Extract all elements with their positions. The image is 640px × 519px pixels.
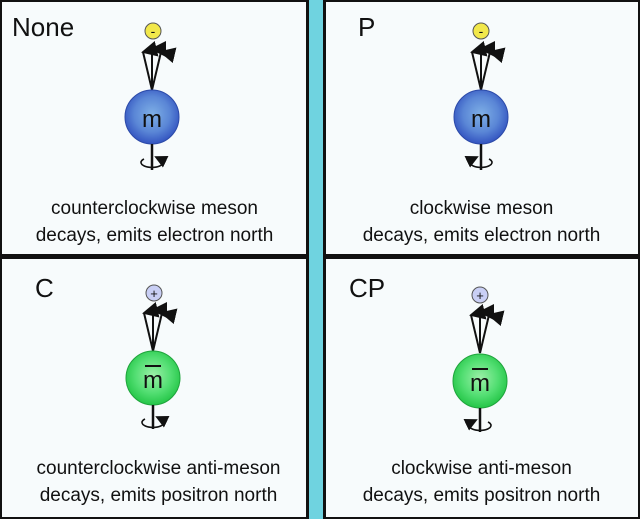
caption-line: decays, emits electron north — [362, 225, 601, 246]
panel-caption: counterclockwise meson decays, emits ele… — [2, 195, 307, 249]
emission-arrows — [470, 40, 506, 91]
caption-line: counterclockwise meson — [51, 198, 258, 219]
positron-icon — [145, 284, 163, 302]
electron-icon — [144, 22, 162, 40]
panel-label: P — [358, 12, 376, 42]
particle-diagram: + m — [125, 284, 181, 429]
caption-line: counterclockwise anti-meson — [36, 458, 281, 479]
rotation-arrow-icon — [140, 156, 169, 169]
caption-line: clockwise meson — [409, 198, 554, 219]
emission-arrows — [469, 303, 505, 354]
panel-none: None — [0, 0, 309, 257]
panel-label: C — [35, 273, 54, 303]
panel-label: CP — [349, 273, 386, 303]
particle-symbol: m — [470, 370, 490, 397]
caption-line: decays, emits positron north — [39, 485, 278, 506]
caption-line: clockwise anti-meson — [391, 458, 572, 479]
emission-arrows — [142, 301, 178, 352]
charge-symbol: - — [151, 23, 156, 39]
panel-caption: counterclockwise anti-meson decays, emit… — [6, 455, 307, 509]
positron-icon — [471, 286, 489, 304]
rotation-arrow-icon — [464, 156, 493, 169]
panel-c: C + m counterclockwise anti-meson decays… — [0, 257, 309, 519]
particle-diagram: - m — [453, 22, 509, 170]
panel-caption: clockwise meson decays, emits electron n… — [325, 195, 638, 249]
charge-symbol: + — [150, 286, 158, 301]
panel-cp: CP + m clockwise anti-meson decays, emit… — [323, 257, 640, 519]
electron-icon — [472, 22, 490, 40]
vertical-divider — [306, 0, 326, 519]
rotation-arrow-icon — [463, 419, 492, 432]
caption-line: decays, emits positron north — [362, 485, 601, 506]
rotation-arrow-icon — [141, 416, 170, 429]
panel-label: None — [12, 12, 75, 42]
caption-line: decays, emits electron north — [35, 225, 274, 246]
particle-diagram: - m — [124, 22, 180, 170]
charge-symbol: - — [479, 23, 484, 39]
panel-caption: clockwise anti-meson decays, emits posit… — [325, 455, 638, 509]
particle-symbol: m — [471, 106, 491, 133]
emission-arrows — [141, 40, 177, 91]
particle-symbol: m — [142, 106, 162, 133]
particle-symbol: m — [143, 367, 163, 394]
particle-diagram: + m — [452, 286, 508, 432]
charge-symbol: + — [476, 288, 484, 303]
panel-p: P - m clockwise meson decays, emits elec… — [323, 0, 640, 257]
